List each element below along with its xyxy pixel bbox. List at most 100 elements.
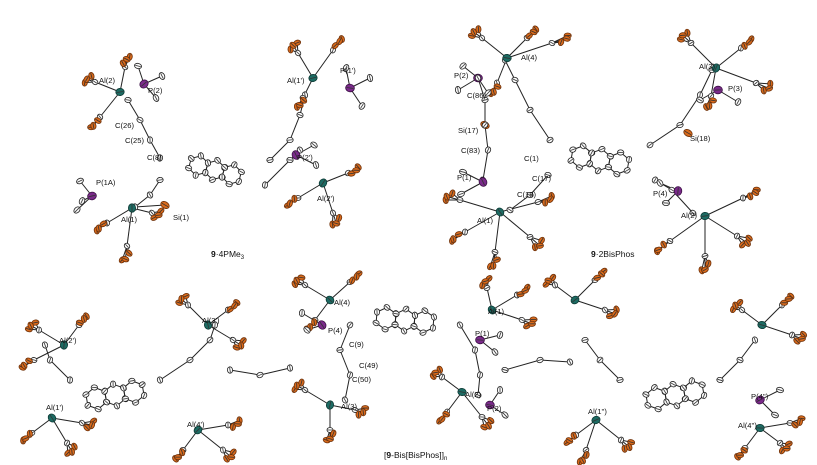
bond xyxy=(189,339,211,361)
ellipsoid-axis xyxy=(589,150,594,156)
ellipsoid-axis xyxy=(539,237,544,244)
ellipsoid-axis xyxy=(707,260,710,267)
ellipsoid-axis xyxy=(125,99,131,101)
ellipsoid-axis xyxy=(476,75,480,81)
atom-label-al4p: Al(4') xyxy=(187,420,205,429)
ellipsoid-axis xyxy=(534,244,536,251)
ellipsoid-axis xyxy=(327,437,333,440)
bond xyxy=(529,109,551,141)
ellipsoid-axis xyxy=(481,178,485,186)
ellipsoid-axis xyxy=(373,321,379,325)
ellipsoid-axis xyxy=(563,37,570,40)
ellipsoid-axis xyxy=(494,258,500,261)
bond xyxy=(704,215,738,237)
bond xyxy=(269,139,291,161)
atom-label-p2p: P(2') xyxy=(297,153,313,162)
ellipsoid-axis xyxy=(327,297,333,303)
bond xyxy=(761,304,783,326)
ellipsoid-axis xyxy=(348,322,352,328)
ellipsoid-axis xyxy=(186,166,192,170)
ellipsoid-axis xyxy=(743,42,746,49)
ellipsoid-axis xyxy=(301,98,307,103)
ellipsoid-axis xyxy=(337,38,342,45)
ellipsoid-axis xyxy=(224,456,229,462)
ellipsoid-axis xyxy=(458,192,464,196)
ellipsoid-axis xyxy=(507,208,513,212)
ellipsoid-axis xyxy=(123,57,130,61)
atom-label-p1a: P(1A) xyxy=(96,178,116,187)
ellipsoid-axis xyxy=(95,118,101,123)
bond xyxy=(474,349,481,376)
ellipsoid-axis xyxy=(222,165,227,170)
ellipsoid-axis xyxy=(572,432,576,439)
atom-label-p2: P(2) xyxy=(454,71,469,80)
ellipsoid-axis xyxy=(187,358,193,362)
ellipsoid-axis xyxy=(187,302,189,308)
ellipsoid-axis xyxy=(746,39,752,45)
ellipsoid-axis xyxy=(226,183,232,186)
ellipsoid-axis xyxy=(502,368,508,372)
ellipsoid-axis xyxy=(80,421,84,425)
atom-label-si18: Si(18) xyxy=(690,134,711,143)
ellipsoid-axis xyxy=(485,90,491,96)
ellipsoid-axis xyxy=(31,359,37,361)
ellipsoid-axis xyxy=(472,29,476,35)
ellipsoid-axis xyxy=(451,190,454,197)
ellipsoid-axis xyxy=(84,76,89,82)
caption-9-bisbisphos: [9-Bis[BisPhos]]n xyxy=(384,450,447,462)
ellipsoid-axis xyxy=(686,29,689,36)
ellipsoid-axis xyxy=(605,166,611,168)
ellipsoid-axis xyxy=(772,413,778,417)
atom-label-p4: P(4) xyxy=(328,326,343,335)
ellipsoid-axis xyxy=(22,362,26,369)
ellipsoid-axis xyxy=(737,300,742,306)
ellipsoid-axis xyxy=(29,430,31,437)
ellipsoid-axis xyxy=(623,445,626,452)
ellipsoid-axis xyxy=(709,93,713,99)
ellipsoid-axis xyxy=(458,390,466,394)
ellipsoid-axis xyxy=(701,215,709,217)
ellipsoid-axis xyxy=(264,182,266,188)
ellipsoid-axis xyxy=(740,45,742,51)
ellipsoid-axis xyxy=(527,235,533,239)
ellipsoid-axis xyxy=(333,222,340,225)
ellipsoid-axis xyxy=(104,400,109,405)
ellipsoid-axis xyxy=(482,280,489,283)
ellipsoid-axis xyxy=(667,239,673,243)
ellipsoid-axis xyxy=(350,277,354,284)
ellipsoid-axis xyxy=(343,397,347,403)
ellipsoid-axis xyxy=(688,41,694,45)
ellipsoid-axis xyxy=(745,240,750,246)
atom-label-al2p: Al(2') xyxy=(59,336,77,345)
bond xyxy=(499,211,531,238)
ellipsoid-axis xyxy=(233,346,240,349)
atom-label-al4: Al(4) xyxy=(334,298,351,307)
ellipsoid-axis xyxy=(331,430,335,437)
ellipsoid-axis xyxy=(320,179,326,187)
bond xyxy=(229,369,261,376)
ellipsoid-axis xyxy=(413,312,417,318)
ellipsoid-axis xyxy=(662,388,667,394)
ellipsoid-axis xyxy=(492,88,495,95)
bond xyxy=(134,194,151,208)
ellipsoid-axis xyxy=(288,200,291,207)
ellipsoid-axis xyxy=(576,166,582,169)
ellipsoid-axis xyxy=(71,448,73,455)
atom-label-al3: Al(3) xyxy=(341,402,358,411)
ellipsoid-axis xyxy=(439,416,445,422)
bond xyxy=(106,207,133,224)
bond xyxy=(312,49,334,79)
caption-bold: 9 xyxy=(591,249,596,259)
ellipsoid-axis xyxy=(460,63,466,69)
ellipsoid-axis xyxy=(643,393,649,396)
ellipsoid-axis xyxy=(665,399,669,405)
ellipsoid-axis xyxy=(603,307,607,313)
bond xyxy=(585,419,597,451)
ellipsoid-axis xyxy=(206,321,210,329)
ellipsoid-axis xyxy=(295,51,301,55)
bond xyxy=(506,37,528,59)
bond xyxy=(649,124,681,146)
ellipsoid-axis xyxy=(420,331,426,334)
ellipsoid-axis xyxy=(122,257,129,261)
